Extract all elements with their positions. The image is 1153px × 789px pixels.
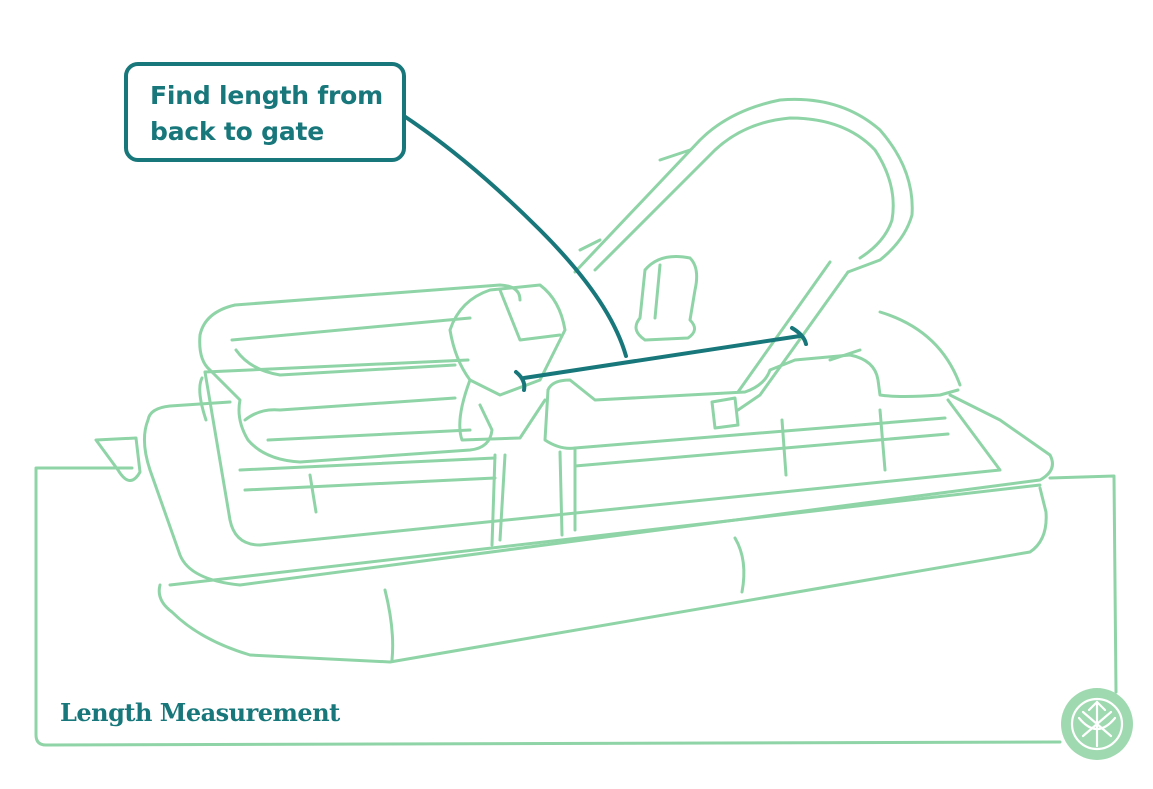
bimini-top	[573, 97, 914, 274]
callout-line-2: back to gate	[150, 117, 325, 146]
measurement-line	[522, 334, 802, 380]
fence	[203, 370, 1002, 547]
helm-console	[448, 283, 567, 397]
deck	[143, 393, 1054, 587]
captain-seat	[634, 255, 699, 342]
callout-line-1: Find length from	[150, 81, 383, 110]
callout-box: Find length from back to gate	[124, 62, 406, 162]
front-seating	[546, 353, 960, 402]
callout-leader	[402, 114, 628, 358]
rear-lounge	[198, 283, 522, 464]
measurement-end-back	[514, 370, 527, 392]
diagram-caption: Length Measurement	[60, 698, 340, 727]
measurement-end-gate	[790, 326, 808, 346]
pontoon-tube	[157, 486, 1048, 664]
anchor-trident-emblem-icon	[1061, 688, 1133, 760]
